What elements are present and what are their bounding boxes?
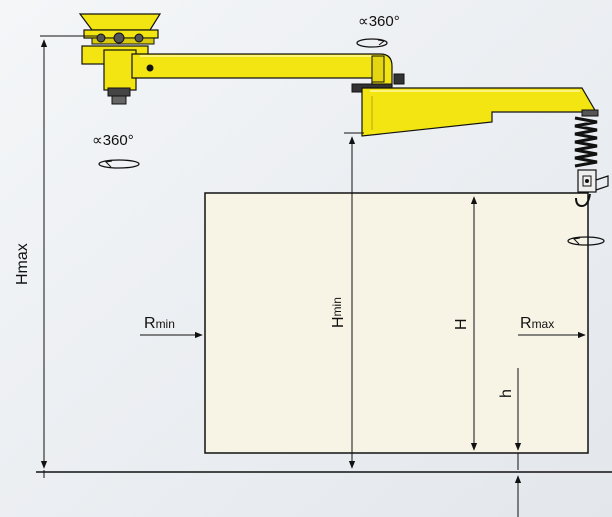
h-large-label: H [453, 318, 470, 330]
h-small-label: h [498, 389, 515, 398]
rmin-dimension: Rmin [140, 315, 203, 339]
rotation-symbol-mast: ∝360° [92, 132, 140, 169]
h-large-dimension: H [453, 196, 478, 451]
rmax-dimension: Rmax [518, 315, 586, 339]
first-arm [131, 53, 405, 87]
rotation-symbol-hook [567, 236, 605, 246]
hmin-label: Hmin [330, 297, 347, 328]
mast-assembly [78, 13, 162, 105]
workspace-area [204, 192, 589, 454]
hmax-dimension: Hmax [14, 35, 98, 478]
rotation-label-top: ∝360° [358, 13, 400, 30]
rotation-label-mast: ∝360° [92, 132, 134, 149]
hmax-label: Hmax [14, 243, 31, 285]
rotation-symbol-top: ∝360° [356, 13, 400, 48]
rmin-label: Rmin [144, 315, 175, 332]
hmin-dimension: Hmin [330, 132, 364, 469]
spring-hook [574, 109, 609, 208]
second-arm [351, 83, 598, 137]
rmax-label: Rmax [520, 315, 554, 332]
h-small-dimension: h [498, 368, 522, 517]
